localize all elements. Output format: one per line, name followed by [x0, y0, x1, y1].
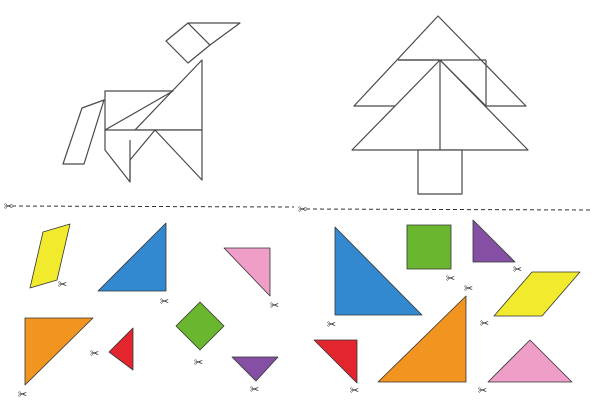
scissors-icon: ✂	[270, 299, 279, 312]
piece-set-right: ✂ ✂ ✂ ✂ ✂ ✂ ✂	[313, 219, 581, 397]
parallelogram-yellow[interactable]	[493, 271, 581, 317]
scissors-icon: ✂	[194, 356, 203, 369]
horse-outline	[62, 22, 241, 183]
large-triangle-orange[interactable]	[24, 317, 94, 386]
scissors-icon: ✂	[327, 318, 336, 331]
square-green[interactable]	[175, 301, 225, 351]
horse-body-lower	[104, 129, 203, 183]
scissors-icon: ✂	[513, 263, 522, 276]
scissors-icon: ✂	[478, 384, 487, 397]
tree-outline	[351, 15, 529, 195]
horse-ear-triangle	[187, 22, 241, 46]
large-triangle-blue[interactable]	[334, 226, 423, 316]
horse-body-triangle	[104, 90, 174, 131]
parallelogram-yellow[interactable]	[29, 223, 71, 289]
scissors-icon: ✂	[350, 384, 359, 397]
scissors-icon: ✂	[464, 282, 473, 295]
cut-line: ✂ ✂	[4, 200, 591, 216]
small-triangle-pink[interactable]	[223, 247, 271, 297]
scissors-icon: ✂	[4, 200, 13, 213]
small-triangle-red[interactable]	[313, 339, 358, 384]
horse-tail-parallelogram	[62, 99, 105, 165]
tree-divider-d	[439, 59, 487, 107]
scissors-icon: ✂	[446, 272, 455, 285]
medium-triangle-pink[interactable]	[487, 339, 573, 383]
large-triangle-blue[interactable]	[97, 222, 167, 292]
scissors-icon: ✂	[160, 295, 169, 308]
small-triangle-red[interactable]	[108, 327, 134, 371]
piece-set-left: ✂ ✂ ✂ ✂ ✂ ✂ ✂	[18, 222, 279, 401]
small-triangle-purple[interactable]	[231, 356, 279, 382]
scissors-icon: ✂	[90, 347, 99, 360]
scissors-icon: ✂	[250, 383, 259, 396]
square-green[interactable]	[406, 224, 452, 270]
small-triangle-purple[interactable]	[472, 219, 516, 263]
scissors-icon: ✂	[18, 388, 27, 401]
scissors-icon: ✂	[480, 317, 489, 330]
large-triangle-orange[interactable]	[377, 295, 467, 383]
tree-trunk-square	[417, 149, 463, 195]
scissors-icon: ✂	[298, 203, 307, 216]
scissors-icon: ✂	[58, 278, 67, 291]
